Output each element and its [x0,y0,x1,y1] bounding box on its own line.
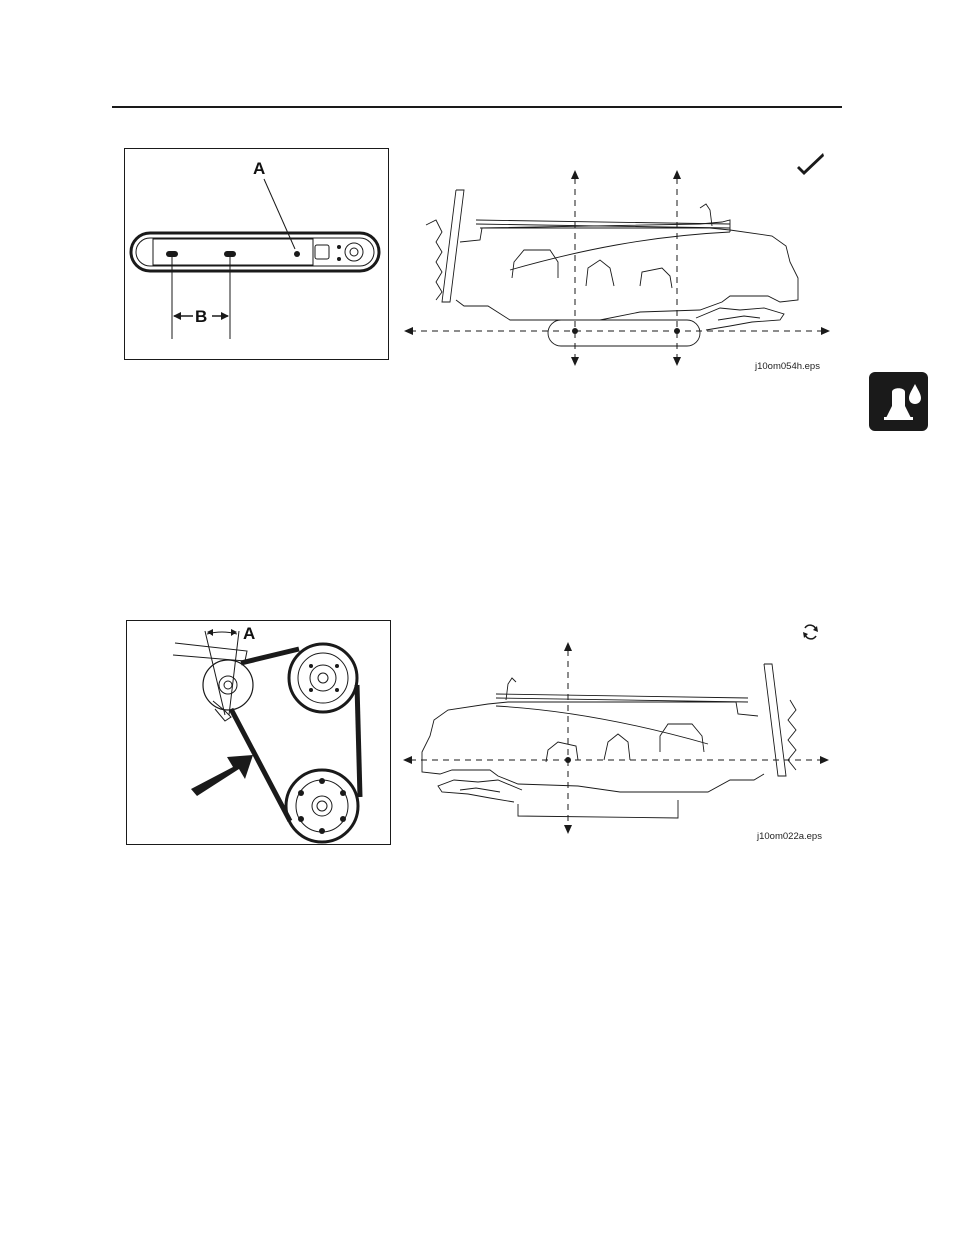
figure-1-filename: j10om054h.eps [755,361,820,372]
machine-level-diagram-2 [398,620,838,850]
callout-label-a: A [243,624,255,644]
figure-2-filename: j10om022a.eps [757,831,822,842]
rotate-arrows-icon [803,625,818,639]
section-tab [869,372,928,431]
dipstick-detail-drawing [125,149,390,361]
push-direction-arrow-icon [191,755,253,796]
callout-label-a: A [253,159,265,179]
belt-detail-panel: A [126,620,391,845]
belt-detail-drawing [127,621,392,846]
callout-label-b: B [195,307,207,327]
oil-drop-icon [869,372,928,431]
checkmark-icon [797,153,824,175]
dipstick-detail-panel: A B [124,148,389,360]
machine-level-diagram-1 [400,150,840,380]
page-top-rule [112,106,842,108]
